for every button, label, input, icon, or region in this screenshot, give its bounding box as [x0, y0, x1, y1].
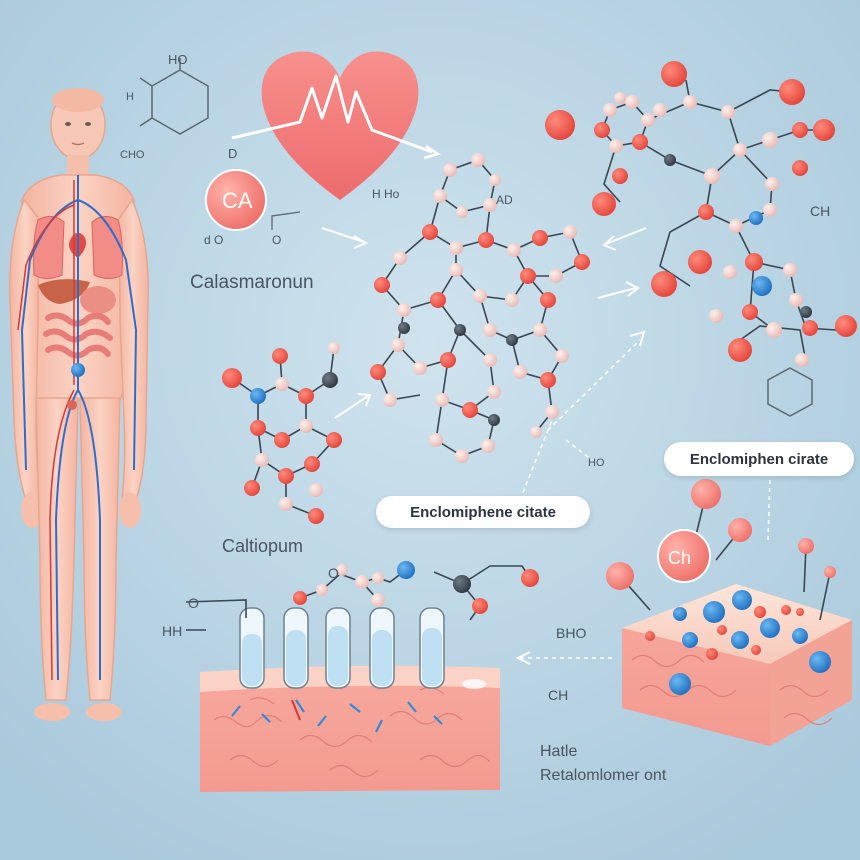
- ca-badge-label: CA: [222, 188, 253, 213]
- label-caltiopum: Caltiopum: [222, 536, 303, 556]
- label-ch-low: CH: [548, 687, 568, 703]
- label-cho: CHO: [120, 149, 145, 161]
- atoms-tubes: [293, 561, 539, 614]
- label-sub-o2: O: [272, 233, 281, 247]
- human-body-icon: [9, 88, 149, 721]
- dashed-pointers: [519, 339, 771, 659]
- arrow-head-icon: [629, 330, 646, 347]
- label-bho: BHO: [556, 625, 586, 641]
- test-tube-icons: [239, 607, 445, 689]
- label-hh: HH: [162, 623, 182, 639]
- heart-ecg-icon: [231, 51, 441, 200]
- label-retalom: Retalomlomer ont: [540, 767, 667, 784]
- label-hatle: Hatle: [540, 743, 577, 760]
- tissue-block-icon: [622, 584, 852, 746]
- atoms-above-block: [606, 479, 836, 590]
- arrow-icon: [321, 227, 369, 249]
- label-ad: AD: [496, 193, 513, 207]
- test-tube-icon: [325, 607, 351, 689]
- label-enclomiphen-cirate: Enclomiphen cirate: [664, 442, 854, 476]
- o-glyph: O: [328, 565, 339, 581]
- label-enclomiphene-citate: Enclomiphene citate: [376, 496, 590, 528]
- ca-badge: [205, 169, 267, 231]
- atoms-center: [370, 153, 590, 463]
- test-tube-icon: [369, 607, 395, 689]
- label-h-ho: H Ho: [372, 187, 400, 201]
- ring-molecule-icon: [139, 58, 209, 135]
- atoms-top-right: [545, 61, 857, 367]
- label-ch-right: CH: [810, 203, 830, 219]
- test-tube-icon: [239, 607, 265, 689]
- label-ho-small: HO: [588, 457, 605, 469]
- test-tube-icon: [283, 607, 309, 689]
- arrow-head-icon-2: [515, 651, 531, 665]
- label-ch-ball: Ch: [668, 548, 691, 568]
- label-h-left: H: [126, 91, 134, 103]
- arrow-icons-middle: [334, 227, 647, 419]
- atoms-left: [222, 342, 342, 524]
- label-ho-top: HO: [168, 52, 188, 67]
- o-glyph-2: O: [188, 595, 199, 611]
- ring-icon-right: [767, 367, 813, 417]
- connector: [271, 211, 301, 230]
- label-sub-o1: d O: [204, 233, 223, 247]
- label-calasmaronun: Calasmaronun: [190, 272, 314, 293]
- test-tube-icon: [419, 607, 445, 689]
- label-d: D: [228, 146, 237, 161]
